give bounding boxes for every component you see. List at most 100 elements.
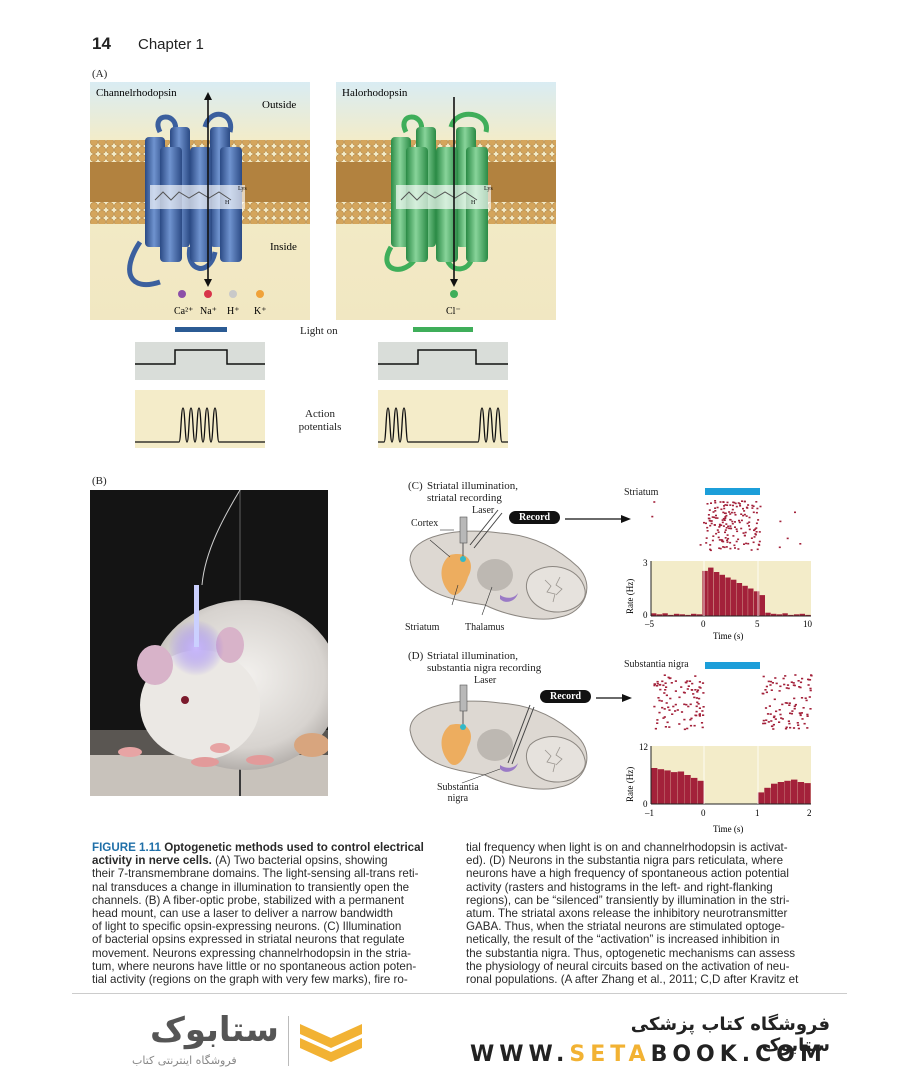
light-bar-green	[413, 327, 473, 332]
raster-mark	[698, 715, 701, 717]
raster-mark	[726, 534, 729, 536]
histogram-bar	[793, 614, 800, 616]
raster-mark	[737, 502, 740, 504]
raster-mark	[748, 525, 750, 527]
raster-mark	[686, 680, 689, 682]
raster-mark	[741, 500, 743, 502]
raster-mark	[711, 539, 714, 542]
histogram-bar	[753, 591, 760, 617]
striatum-xlabel: Time (s)	[713, 631, 743, 641]
raster-mark	[680, 686, 683, 688]
raster-mark	[746, 522, 749, 525]
striatum-plot: 3 0 –5 0 5 10 Time (s) Rate (Hz)	[625, 488, 813, 641]
raster-mark	[728, 527, 731, 530]
raster-mark	[663, 692, 666, 694]
footer-logo-text: ستابوک	[150, 1010, 279, 1050]
raster-mark	[799, 543, 802, 545]
striatum-ylabel: Rate (Hz)	[625, 579, 635, 614]
striatum-xtick-10: 10	[803, 619, 813, 629]
histogram-bar	[776, 614, 783, 616]
histogram-bar	[664, 770, 671, 804]
raster-mark	[801, 677, 804, 680]
raster-mark	[807, 678, 810, 681]
striatum-raster	[651, 500, 802, 552]
raster-mark	[739, 505, 742, 507]
raster-mark	[685, 703, 688, 706]
raster-mark	[785, 687, 788, 689]
raster-mark	[724, 512, 727, 515]
raster-mark	[656, 682, 659, 685]
raster-mark	[671, 713, 674, 715]
raster-mark	[693, 724, 696, 727]
raster-mark	[806, 727, 809, 729]
raster-mark	[696, 691, 699, 693]
histogram-bar	[668, 614, 674, 616]
raster-mark	[691, 682, 694, 685]
raster-mark	[687, 705, 690, 708]
raster-mark	[791, 710, 794, 712]
halorhodopsin-title: Halorhodopsin	[342, 87, 408, 99]
caption-left-line7: movement. Neurons expressing channelrhod…	[92, 946, 411, 960]
caption-left-line0: (A) Two bacterial opsins, showing	[215, 854, 388, 868]
caption-right-line2: neurons have a high frequency of spontan…	[466, 867, 789, 881]
brain-diagram-d	[409, 684, 588, 790]
histogram-bar	[708, 567, 714, 616]
raster-mark	[752, 541, 755, 544]
raster-mark	[713, 516, 716, 519]
raster-mark	[756, 507, 759, 510]
raster-mark	[709, 520, 712, 522]
raster-mark	[782, 677, 785, 680]
raster-mark	[800, 712, 803, 714]
histogram-bar	[804, 783, 811, 804]
histogram-bar	[788, 614, 794, 616]
raster-mark	[769, 680, 773, 683]
raster-mark	[664, 689, 667, 691]
striatum-ytick-3: 3	[643, 558, 648, 568]
histogram-bar	[742, 585, 748, 617]
raster-mark	[751, 504, 754, 507]
histogram-bar	[673, 613, 680, 616]
raster-mark	[726, 539, 729, 542]
ion-k: K⁺	[254, 306, 267, 317]
raster-mark	[722, 511, 725, 514]
raster-mark	[664, 726, 667, 728]
raster-mark	[728, 511, 731, 513]
sn-raster	[653, 674, 813, 731]
histogram-bar	[757, 792, 765, 804]
raster-mark	[709, 548, 712, 551]
raster-mark	[766, 713, 770, 715]
histogram-bar	[671, 772, 678, 804]
raster-mark	[742, 532, 745, 534]
histogram-bar	[725, 577, 731, 616]
raster-mark	[707, 517, 710, 520]
histogram-bar	[691, 613, 697, 616]
striatum-ytick-0: 0	[643, 610, 648, 620]
raster-mark	[733, 501, 736, 504]
action-potentials-label: Action potentials	[294, 408, 346, 434]
histogram-bar	[697, 780, 705, 804]
raster-mark	[719, 524, 722, 527]
raster-mark	[665, 686, 668, 688]
raster-mark	[735, 505, 738, 508]
raster-mark	[729, 527, 732, 530]
raster-mark	[714, 510, 717, 512]
raster-mark	[723, 519, 726, 521]
histogram-bar	[791, 779, 798, 804]
raster-mark	[742, 514, 745, 517]
ion-ca: Ca²⁺	[174, 306, 193, 317]
raster-mark	[689, 718, 692, 721]
raster-mark	[656, 722, 659, 724]
histogram-bar	[736, 583, 743, 616]
raster-mark	[765, 719, 768, 721]
light-trace-left	[135, 342, 265, 380]
panel-d-title-line1: Striatal illumination,	[427, 650, 519, 662]
raster-mark	[722, 517, 725, 520]
raster-mark	[714, 500, 717, 502]
caption-left-line9: tial activity (regions on the graph with…	[92, 973, 408, 987]
raster-mark	[683, 728, 686, 731]
light-trace-right	[378, 342, 508, 380]
raster-mark	[788, 722, 791, 725]
histogram-bar	[799, 613, 805, 616]
raster-mark	[698, 697, 701, 700]
raster-mark	[687, 685, 690, 687]
